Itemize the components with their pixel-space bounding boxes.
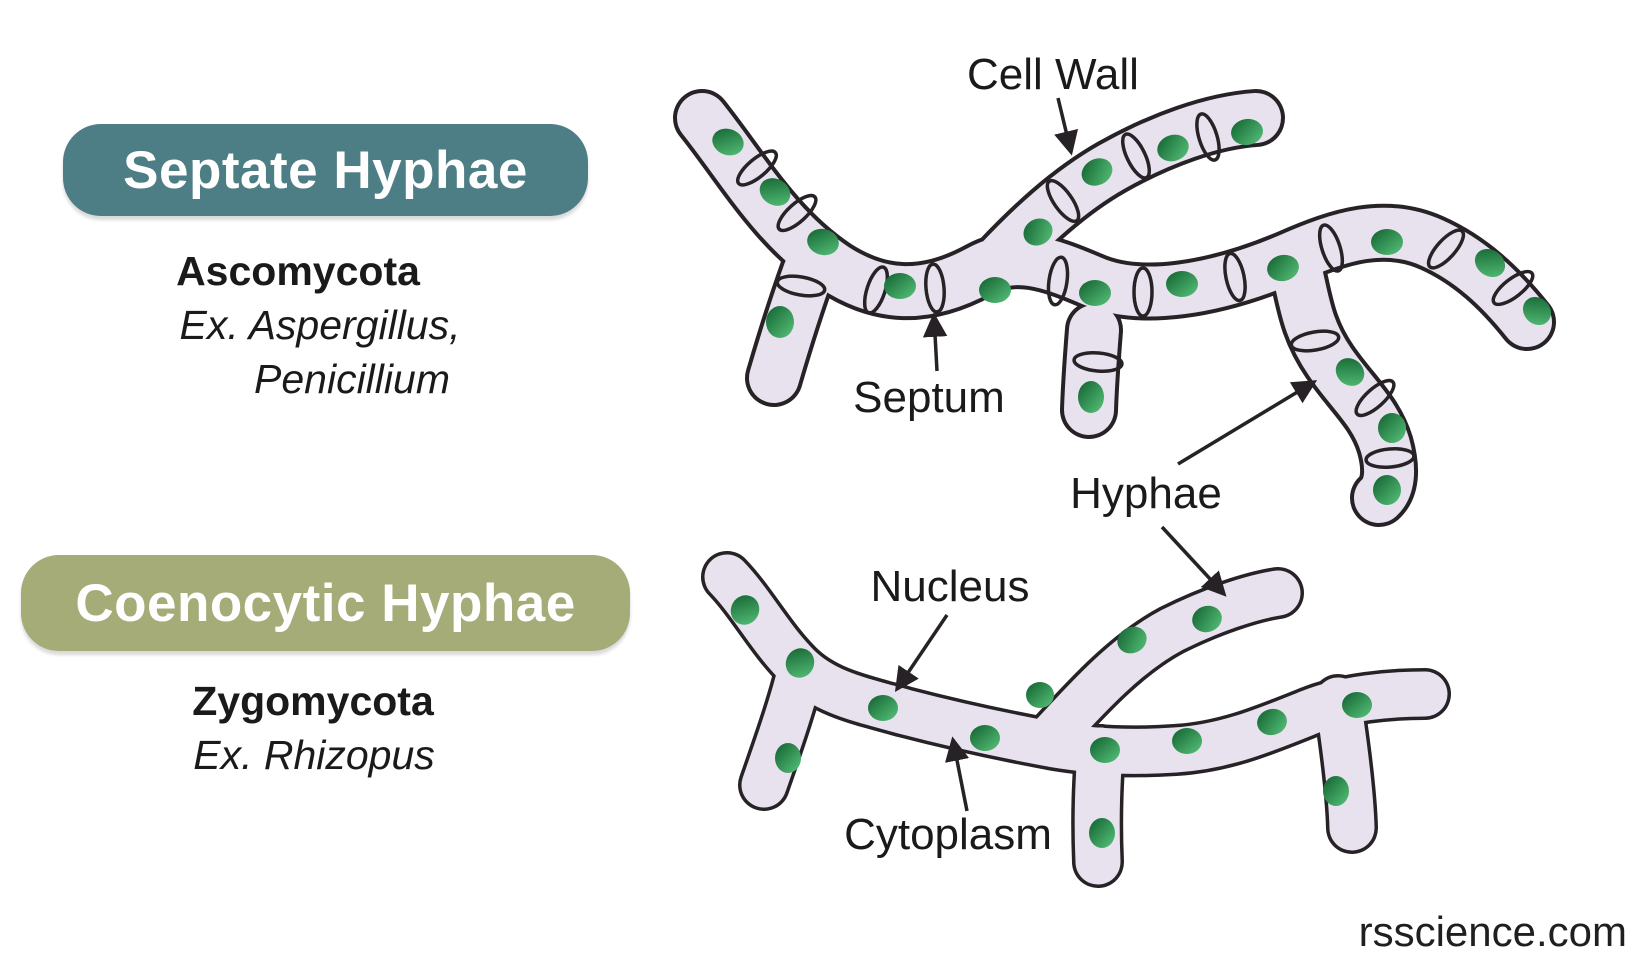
hyphae-arrow-to-coenocytic	[1160, 525, 1227, 597]
nucleus-dot	[1026, 682, 1054, 708]
septum-cross-wall	[1426, 228, 1466, 270]
septum-cross-wall	[1132, 266, 1154, 318]
septate-phylum-label: Ascomycota	[176, 248, 420, 294]
nucleus-arrow	[894, 614, 949, 693]
nucleus-dot	[970, 725, 1000, 751]
nucleus-dot	[1231, 118, 1263, 146]
septum-cross-wall	[735, 149, 779, 187]
nucleus-dot	[1023, 218, 1053, 246]
septum-cross-wall	[775, 274, 827, 298]
nucleus-dot	[1079, 280, 1111, 306]
annotation-arrows	[894, 97, 1318, 812]
coenocytic-hypha-figure	[701, 551, 1451, 888]
nucleus-dot	[1371, 229, 1403, 255]
nucleus-dot	[979, 277, 1011, 303]
septum-cross-wall	[1364, 447, 1416, 469]
septum-cross-wall	[1223, 251, 1247, 303]
coenocytic-nuclei	[730, 595, 1372, 848]
coenocytic-hyphae-badge: Coenocytic Hyphae	[21, 555, 630, 651]
septum-cross-wall	[1046, 255, 1070, 307]
cell-wall-arrow	[1054, 97, 1079, 156]
cell-wall-label: Cell Wall	[967, 50, 1139, 99]
nucleus-dot	[766, 306, 794, 338]
septum-cross-wall	[924, 262, 946, 314]
nucleus-dot	[1522, 296, 1552, 326]
septum-cross-wall	[1120, 132, 1152, 180]
nucleus-dot	[884, 273, 916, 299]
nucleus-dot	[759, 178, 791, 206]
coenocytic-tube-fill	[704, 554, 1448, 885]
nucleus-dot	[1089, 818, 1115, 848]
septum-cross-wall	[1491, 269, 1535, 307]
hyphae-label: Hyphae	[1070, 469, 1222, 518]
septum-arrow	[922, 312, 948, 372]
septum-cross-wall	[1195, 112, 1221, 162]
septum-label: Septum	[853, 373, 1005, 422]
septum-cross-wall	[1072, 351, 1124, 373]
septum-cross-wall	[1354, 378, 1396, 418]
septum-cross-wall	[1045, 178, 1081, 224]
septum-cross-wall	[1289, 329, 1341, 353]
septum-cross-wall	[776, 193, 818, 233]
nucleus-dot	[712, 128, 744, 156]
cytoplasm-label: Cytoplasm	[844, 810, 1052, 859]
nucleus-dot	[1474, 248, 1506, 278]
nucleus-dot	[1090, 737, 1120, 763]
septate-example-line-1: Ex. Aspergillus,	[179, 302, 461, 348]
nucleus-dot	[1172, 728, 1202, 754]
nucleus-dot	[1081, 158, 1113, 186]
nucleus-dot	[1117, 626, 1147, 654]
nucleus-dot	[775, 743, 801, 773]
nucleus-label: Nucleus	[871, 562, 1030, 611]
hyphae-arrow-to-septate	[1177, 380, 1318, 466]
coenocytic-phylum-label: Zygomycota	[192, 678, 434, 724]
nucleus-dot	[868, 695, 898, 721]
nucleus-dot	[785, 648, 815, 678]
nucleus-dot	[807, 228, 839, 256]
nucleus-dot	[1373, 475, 1401, 505]
septum-cross-wall	[1317, 223, 1345, 273]
nucleus-dot	[1267, 254, 1299, 282]
septum-cross-wall	[862, 265, 890, 315]
nucleus-dot	[1378, 413, 1406, 443]
nucleus-dot	[1166, 271, 1198, 297]
nucleus-dot	[1192, 605, 1222, 633]
septate-hypha-figure	[673, 89, 1556, 527]
annotation-labels: Cell Wall Septum Hyphae Nucleus Cytoplas…	[844, 50, 1222, 859]
nucleus-dot	[1078, 381, 1104, 413]
site-credit: rsscience.com	[1358, 908, 1627, 955]
septate-example-line-2: Penicillium	[254, 356, 450, 402]
septa-cross-walls	[735, 112, 1535, 469]
nucleus-dot	[1323, 776, 1349, 806]
nucleus-dot	[730, 595, 760, 625]
nucleus-dot	[1342, 692, 1372, 718]
nucleus-dot	[1335, 358, 1365, 386]
nucleus-dot	[1257, 708, 1287, 736]
cytoplasm-arrow	[945, 736, 970, 812]
septate-nuclei	[712, 118, 1552, 505]
nucleus-dot	[1157, 134, 1189, 162]
septate-hyphae-badge: Septate Hyphae	[63, 124, 588, 216]
coenocytic-example-line-1: Ex. Rhizopus	[193, 732, 435, 778]
